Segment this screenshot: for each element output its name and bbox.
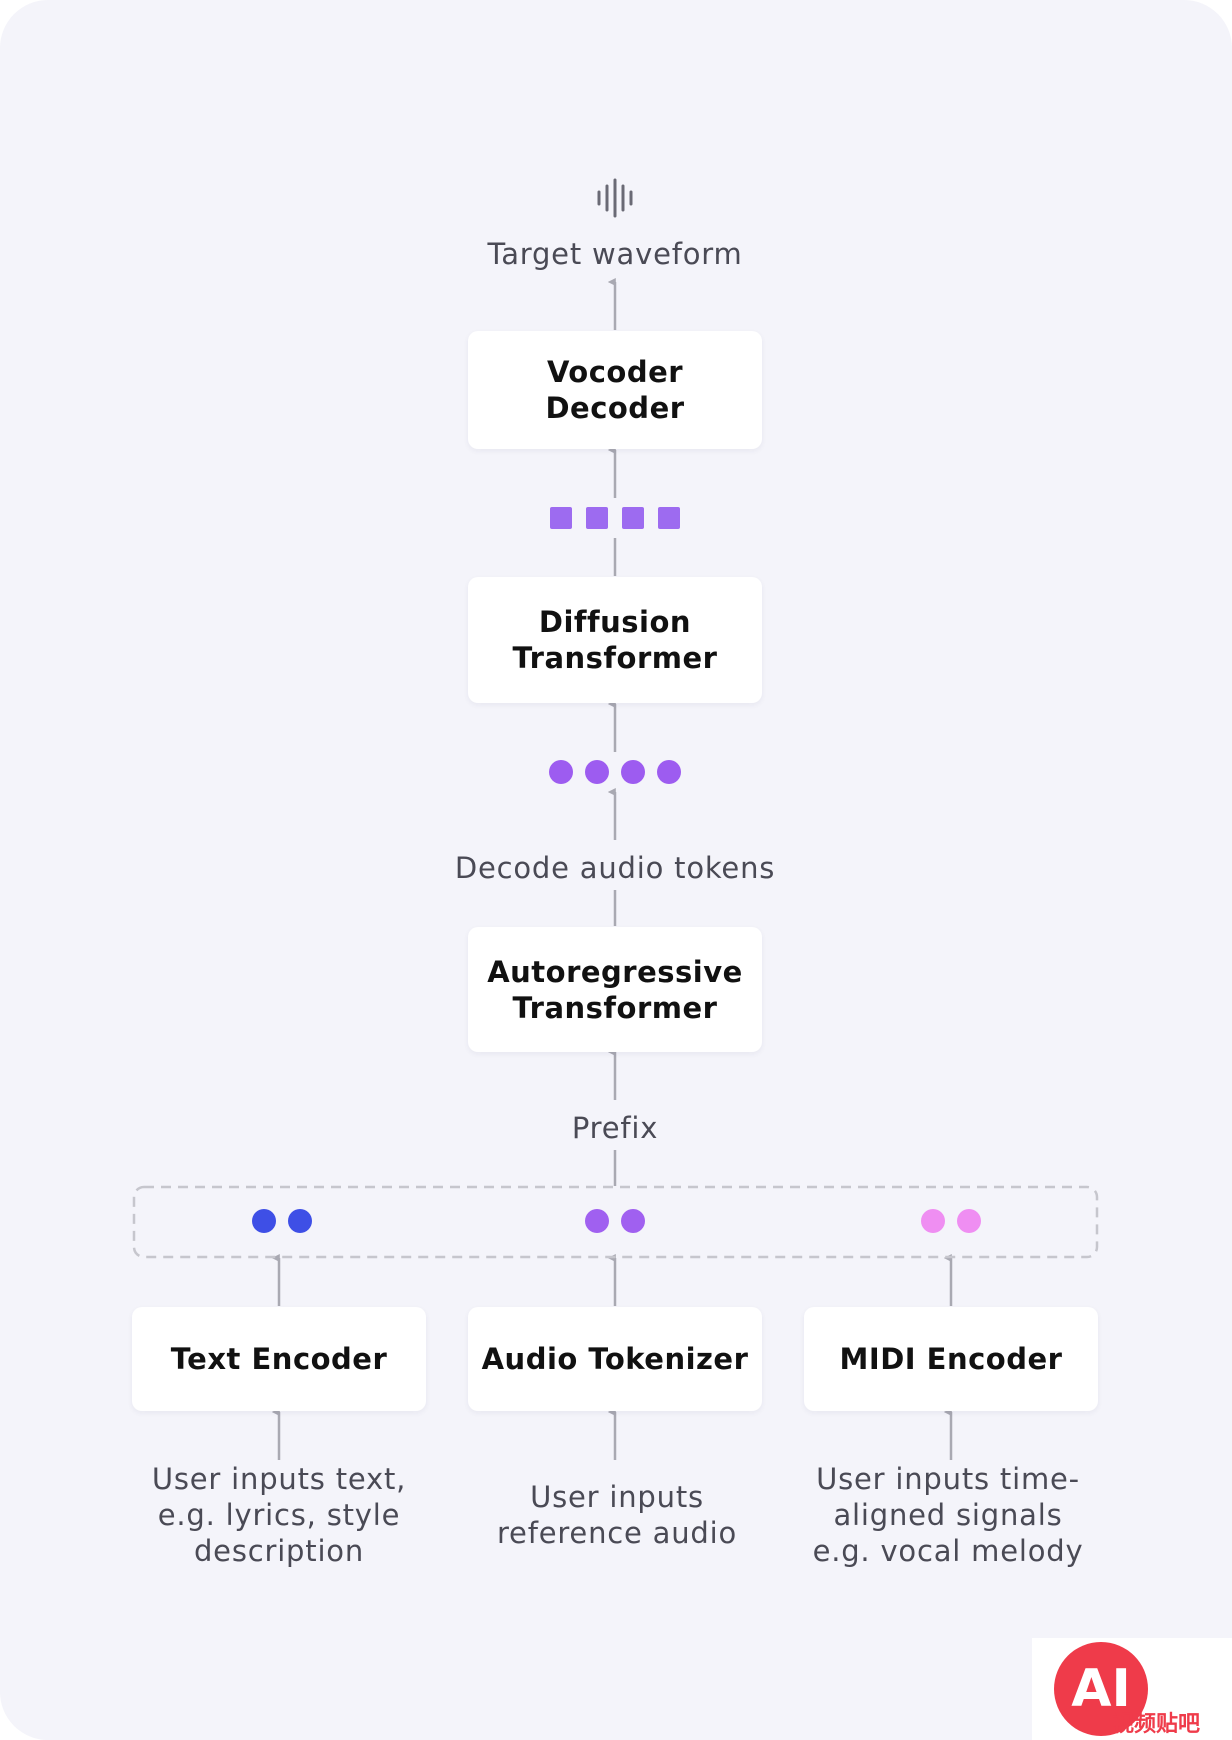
- audio-token: [657, 760, 681, 784]
- diffusion-transformer-node: Diffusion Transformer: [468, 577, 762, 703]
- midi-token: [957, 1209, 981, 1233]
- audio-tokenizer-node: Audio Tokenizer: [468, 1307, 762, 1411]
- target-waveform-label: Target waveform: [487, 237, 743, 271]
- text-input-description: User inputs text, e.g. lyrics, style des…: [151, 1462, 407, 1568]
- audio-token: [585, 760, 609, 784]
- latent-squares: [550, 507, 680, 529]
- prefix-group-box: [132, 1185, 1099, 1259]
- prefix-label: Prefix: [571, 1111, 659, 1145]
- midi-tokens: [921, 1209, 981, 1233]
- text-token: [252, 1209, 276, 1233]
- latent-square: [550, 507, 572, 529]
- watermark-badge: AI: [1054, 1642, 1148, 1736]
- audio-token: [621, 760, 645, 784]
- midi-input-description: User inputs time- aligned signals e.g. v…: [812, 1462, 1084, 1568]
- audio-token-circles: [549, 760, 681, 784]
- audio-input-description: User inputs reference audio: [496, 1480, 738, 1550]
- vocoder-decoder-node: Vocoder Decoder: [468, 331, 762, 449]
- watermark-text: 视频贴吧: [1112, 1712, 1201, 1737]
- text-token: [288, 1209, 312, 1233]
- waveform-icon: [597, 178, 633, 218]
- audio-prefix-tokens: [585, 1209, 645, 1233]
- audio-token: [549, 760, 573, 784]
- text-tokens: [252, 1209, 312, 1233]
- watermark-logo: AI 视频贴吧: [1032, 1638, 1232, 1740]
- latent-square: [658, 507, 680, 529]
- text-encoder-node: Text Encoder: [132, 1307, 426, 1411]
- midi-token: [921, 1209, 945, 1233]
- latent-square: [586, 507, 608, 529]
- audio-prefix-token: [621, 1209, 645, 1233]
- midi-encoder-node: MIDI Encoder: [804, 1307, 1098, 1411]
- autoregressive-transformer-node: Autoregressive Transformer: [468, 927, 762, 1052]
- decode-audio-tokens-label: Decode audio tokens: [454, 851, 776, 885]
- latent-square: [622, 507, 644, 529]
- audio-prefix-token: [585, 1209, 609, 1233]
